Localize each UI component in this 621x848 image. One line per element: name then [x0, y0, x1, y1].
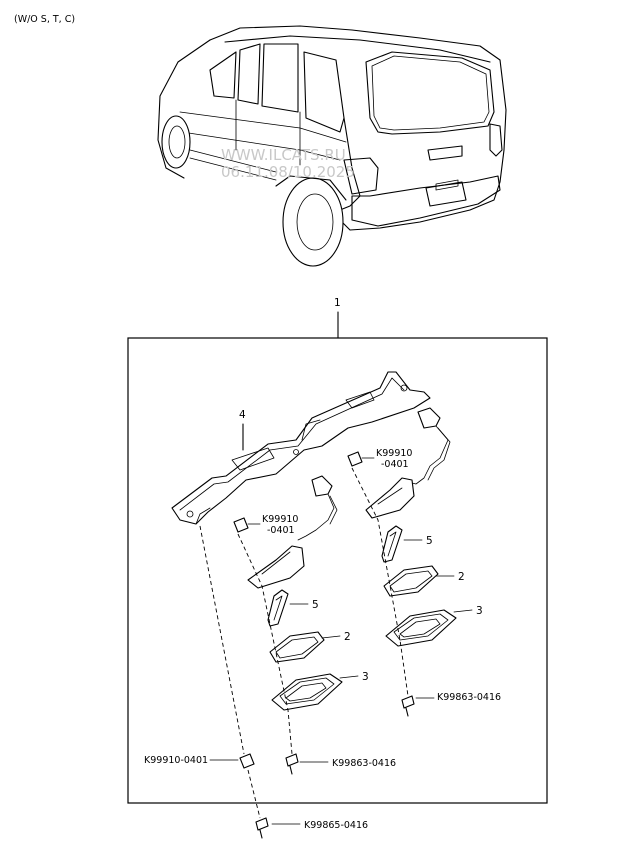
clip-right: [347, 451, 363, 467]
gasket-center: [269, 631, 325, 663]
callout-1: 1: [334, 297, 341, 309]
lamp-socket-center: [247, 545, 305, 589]
callout-4: 4: [239, 409, 246, 421]
lens-center: [267, 589, 289, 627]
clip-center: [233, 517, 249, 533]
part-screw-right: K99863-0416: [437, 692, 501, 703]
vehicle-illustration: [157, 25, 507, 267]
part-screw-bottom: K99865-0416: [304, 820, 368, 831]
mounting-bracket: [171, 371, 431, 525]
callout-2-right: 2: [458, 571, 465, 583]
part-screw-center: K99863-0416: [332, 758, 396, 769]
watermark-line-2: 06.11.08/10.2025: [221, 163, 355, 181]
gasket-right: [383, 565, 439, 597]
housing-center: [271, 673, 343, 711]
callout-3-center: 3: [362, 671, 369, 683]
clip-left: [239, 753, 255, 769]
screw-bottom: [255, 817, 269, 839]
wiring-harness-center: [297, 475, 338, 541]
screw-center: [285, 753, 299, 775]
lamp-socket-right: [365, 477, 415, 519]
screw-right: [401, 695, 415, 717]
lens-right: [381, 525, 403, 563]
part-clip-right-1: K99910: [376, 448, 412, 459]
callout-3-right: 3: [476, 605, 483, 617]
assembly-frame: [127, 337, 548, 804]
part-clip-right-2: -0401: [381, 459, 409, 470]
part-clip-center-1: K99910: [262, 514, 298, 525]
part-clip-left: K99910-0401: [144, 755, 208, 766]
callout-5-center: 5: [312, 599, 319, 611]
assembly-guide-right: [351, 467, 409, 697]
callout-2-center: 2: [344, 631, 351, 643]
watermark-line-1: WWW.ILCATS.RU: [221, 146, 346, 164]
housing-right: [385, 609, 457, 647]
callout-5-right: 5: [426, 535, 433, 547]
wiring-harness-right: [407, 407, 451, 485]
assembly-guide-left: [199, 525, 261, 819]
variant-note: (W/O S, T, C): [14, 14, 75, 25]
part-clip-center-2: -0401: [267, 525, 295, 536]
assembly-guide-center: [237, 533, 293, 755]
